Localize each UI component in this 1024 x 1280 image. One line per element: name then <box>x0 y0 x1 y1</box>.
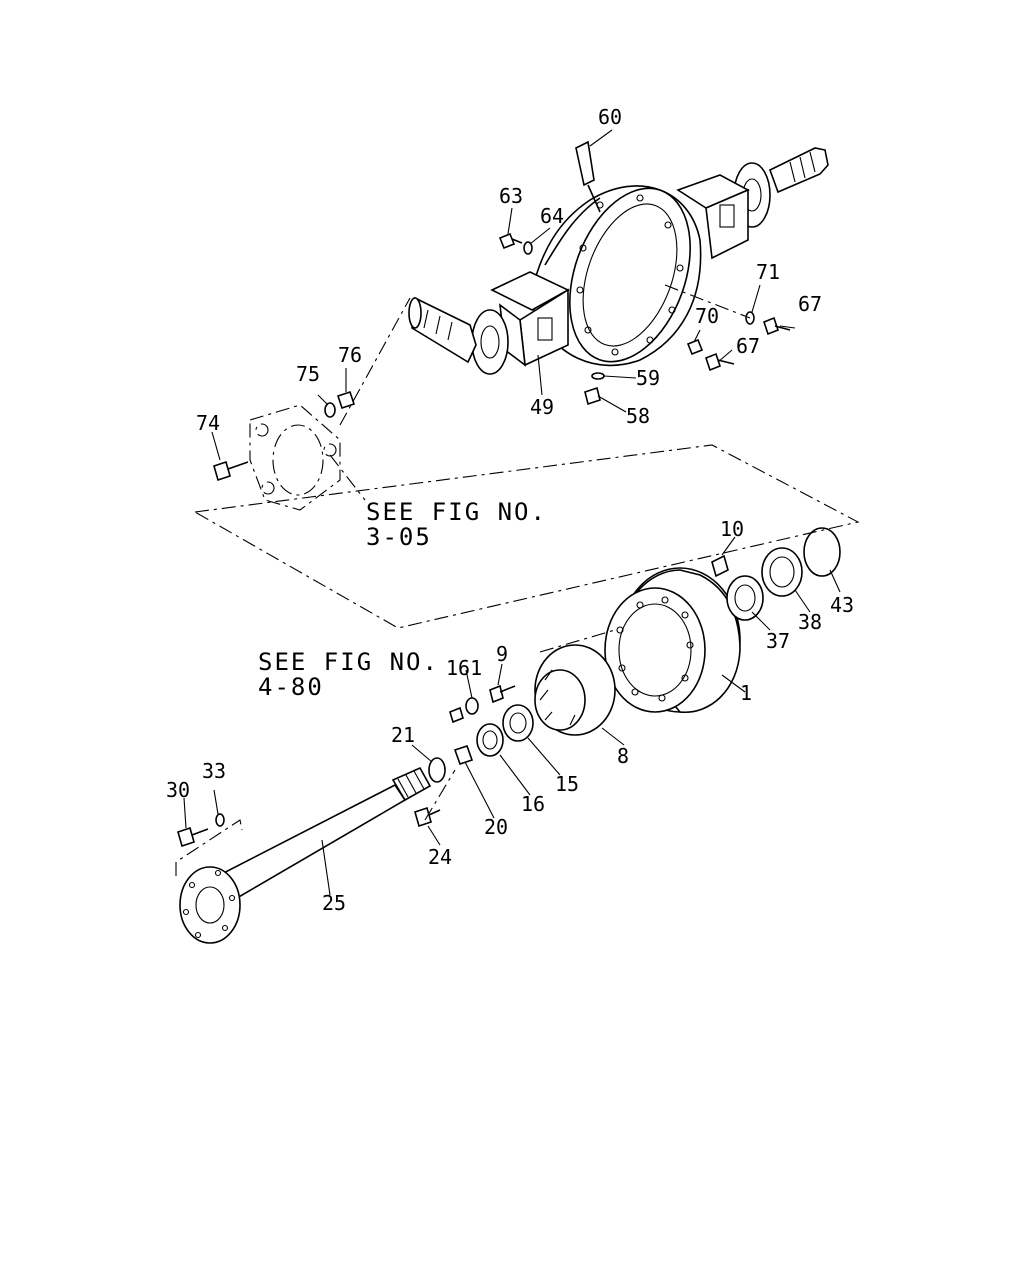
callout-59: 59 <box>636 366 660 390</box>
callout-10: 10 <box>720 517 744 541</box>
see-fig-3-05-line2: 3-05 <box>366 523 432 551</box>
callout-16: 16 <box>521 792 545 816</box>
leader-lines <box>183 129 841 896</box>
see-fig-4-80-line2: 4-80 <box>258 673 324 701</box>
callout-67-a: 67 <box>798 292 822 316</box>
callout-76: 76 <box>338 343 362 367</box>
callout-58: 58 <box>626 404 650 428</box>
callout-25: 25 <box>322 891 346 915</box>
callout-9: 9 <box>496 642 508 666</box>
callout-15: 15 <box>555 772 579 796</box>
reference-notes: SEE FIG NO. 3-05 SEE FIG NO. 4-80 <box>258 498 547 701</box>
callout-1: 1 <box>740 681 752 705</box>
center-lines <box>175 284 860 876</box>
callout-74: 74 <box>196 411 220 435</box>
callout-8: 8 <box>617 744 629 768</box>
callout-49: 49 <box>530 395 554 419</box>
callout-70: 70 <box>695 304 719 328</box>
callout-24: 24 <box>428 845 452 869</box>
callout-67-b: 67 <box>736 334 760 358</box>
callout-60: 60 <box>598 105 622 129</box>
see-fig-3-05-line1: SEE FIG NO. <box>366 498 547 526</box>
callout-64: 64 <box>540 204 564 228</box>
callout-43: 43 <box>830 593 854 617</box>
callout-75: 75 <box>296 362 320 386</box>
callout-30: 30 <box>166 778 190 802</box>
axle-shaft <box>179 766 432 944</box>
callout-33: 33 <box>202 759 226 783</box>
hub-drum-group <box>177 527 841 848</box>
callout-63: 63 <box>499 184 523 208</box>
callout-71: 71 <box>756 260 780 284</box>
callout-38: 38 <box>798 610 822 634</box>
callout-21: 21 <box>391 723 415 747</box>
callout-161: 161 <box>446 656 482 680</box>
see-fig-4-80-line1: SEE FIG NO. <box>258 648 439 676</box>
upper-hardware <box>213 232 791 511</box>
callout-37: 37 <box>766 629 790 653</box>
callout-20: 20 <box>484 815 508 839</box>
axle-housing <box>408 140 829 375</box>
callouts: 60 63 64 71 67 70 67 59 58 49 76 75 74 1… <box>166 105 854 915</box>
